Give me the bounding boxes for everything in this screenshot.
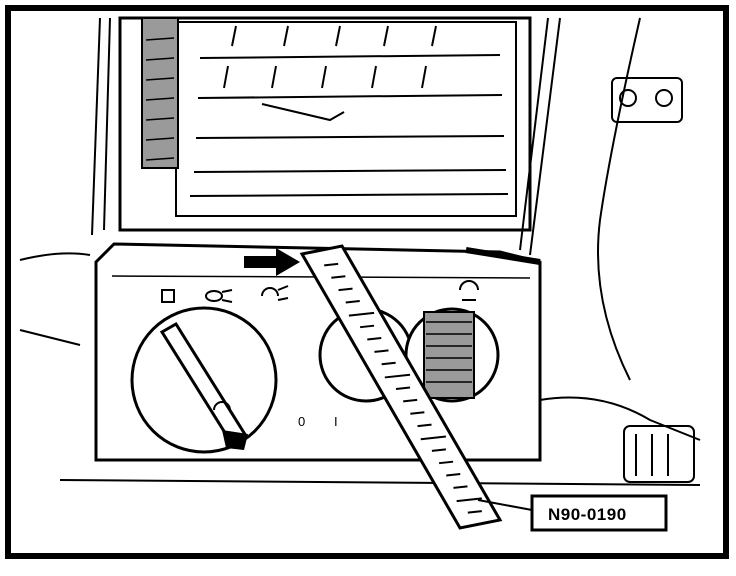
measuring-ruler xyxy=(299,244,503,530)
connector-plug xyxy=(623,425,695,483)
switch-mark-off: 0 xyxy=(298,414,305,429)
outer-frame xyxy=(5,5,729,559)
ruler-tick xyxy=(420,435,447,441)
air-vent-housing xyxy=(118,16,532,232)
ruler-tick xyxy=(384,373,411,379)
switch-mark-on: I xyxy=(334,414,338,429)
switch-marks: 0 I xyxy=(298,414,338,429)
off-position-icon xyxy=(161,289,175,303)
ruler-tick xyxy=(446,473,461,477)
ruler-tick xyxy=(367,337,382,341)
ruler-ticks xyxy=(324,262,482,514)
ruler-tick xyxy=(331,275,346,279)
side-switch-icon xyxy=(611,77,683,123)
ruler-tick xyxy=(453,485,468,489)
ruler-tick xyxy=(410,411,425,415)
ruler-tick xyxy=(324,262,339,267)
panel-icons xyxy=(161,280,479,303)
ruler-tick xyxy=(467,510,482,514)
figure-reference-code: N90-0190 xyxy=(548,505,627,524)
dashboard-outline xyxy=(19,17,701,486)
ruler-tick xyxy=(456,497,482,503)
low-beam-icon xyxy=(261,285,289,301)
ruler-tick xyxy=(345,299,360,304)
ruler-tick xyxy=(438,460,454,465)
air-vent-louvres xyxy=(189,25,509,197)
knob-position-icon xyxy=(213,401,231,411)
ruler-tick xyxy=(395,386,411,390)
parking-light-icon xyxy=(205,289,233,303)
ruler-tick xyxy=(359,324,375,329)
ruler-tick xyxy=(403,398,418,403)
ruler-tick xyxy=(338,287,353,292)
ruler-tick xyxy=(417,423,432,428)
ruler-tick xyxy=(381,361,396,366)
pointer-arrow xyxy=(244,248,300,276)
figure-reference-tag: N90-0190 xyxy=(477,494,668,532)
rotary-light-knob xyxy=(130,306,278,454)
ruler-tick xyxy=(348,311,375,317)
ruler-tick xyxy=(431,448,447,452)
instrument-light-icon xyxy=(459,280,479,301)
ruler-tick xyxy=(374,349,389,353)
